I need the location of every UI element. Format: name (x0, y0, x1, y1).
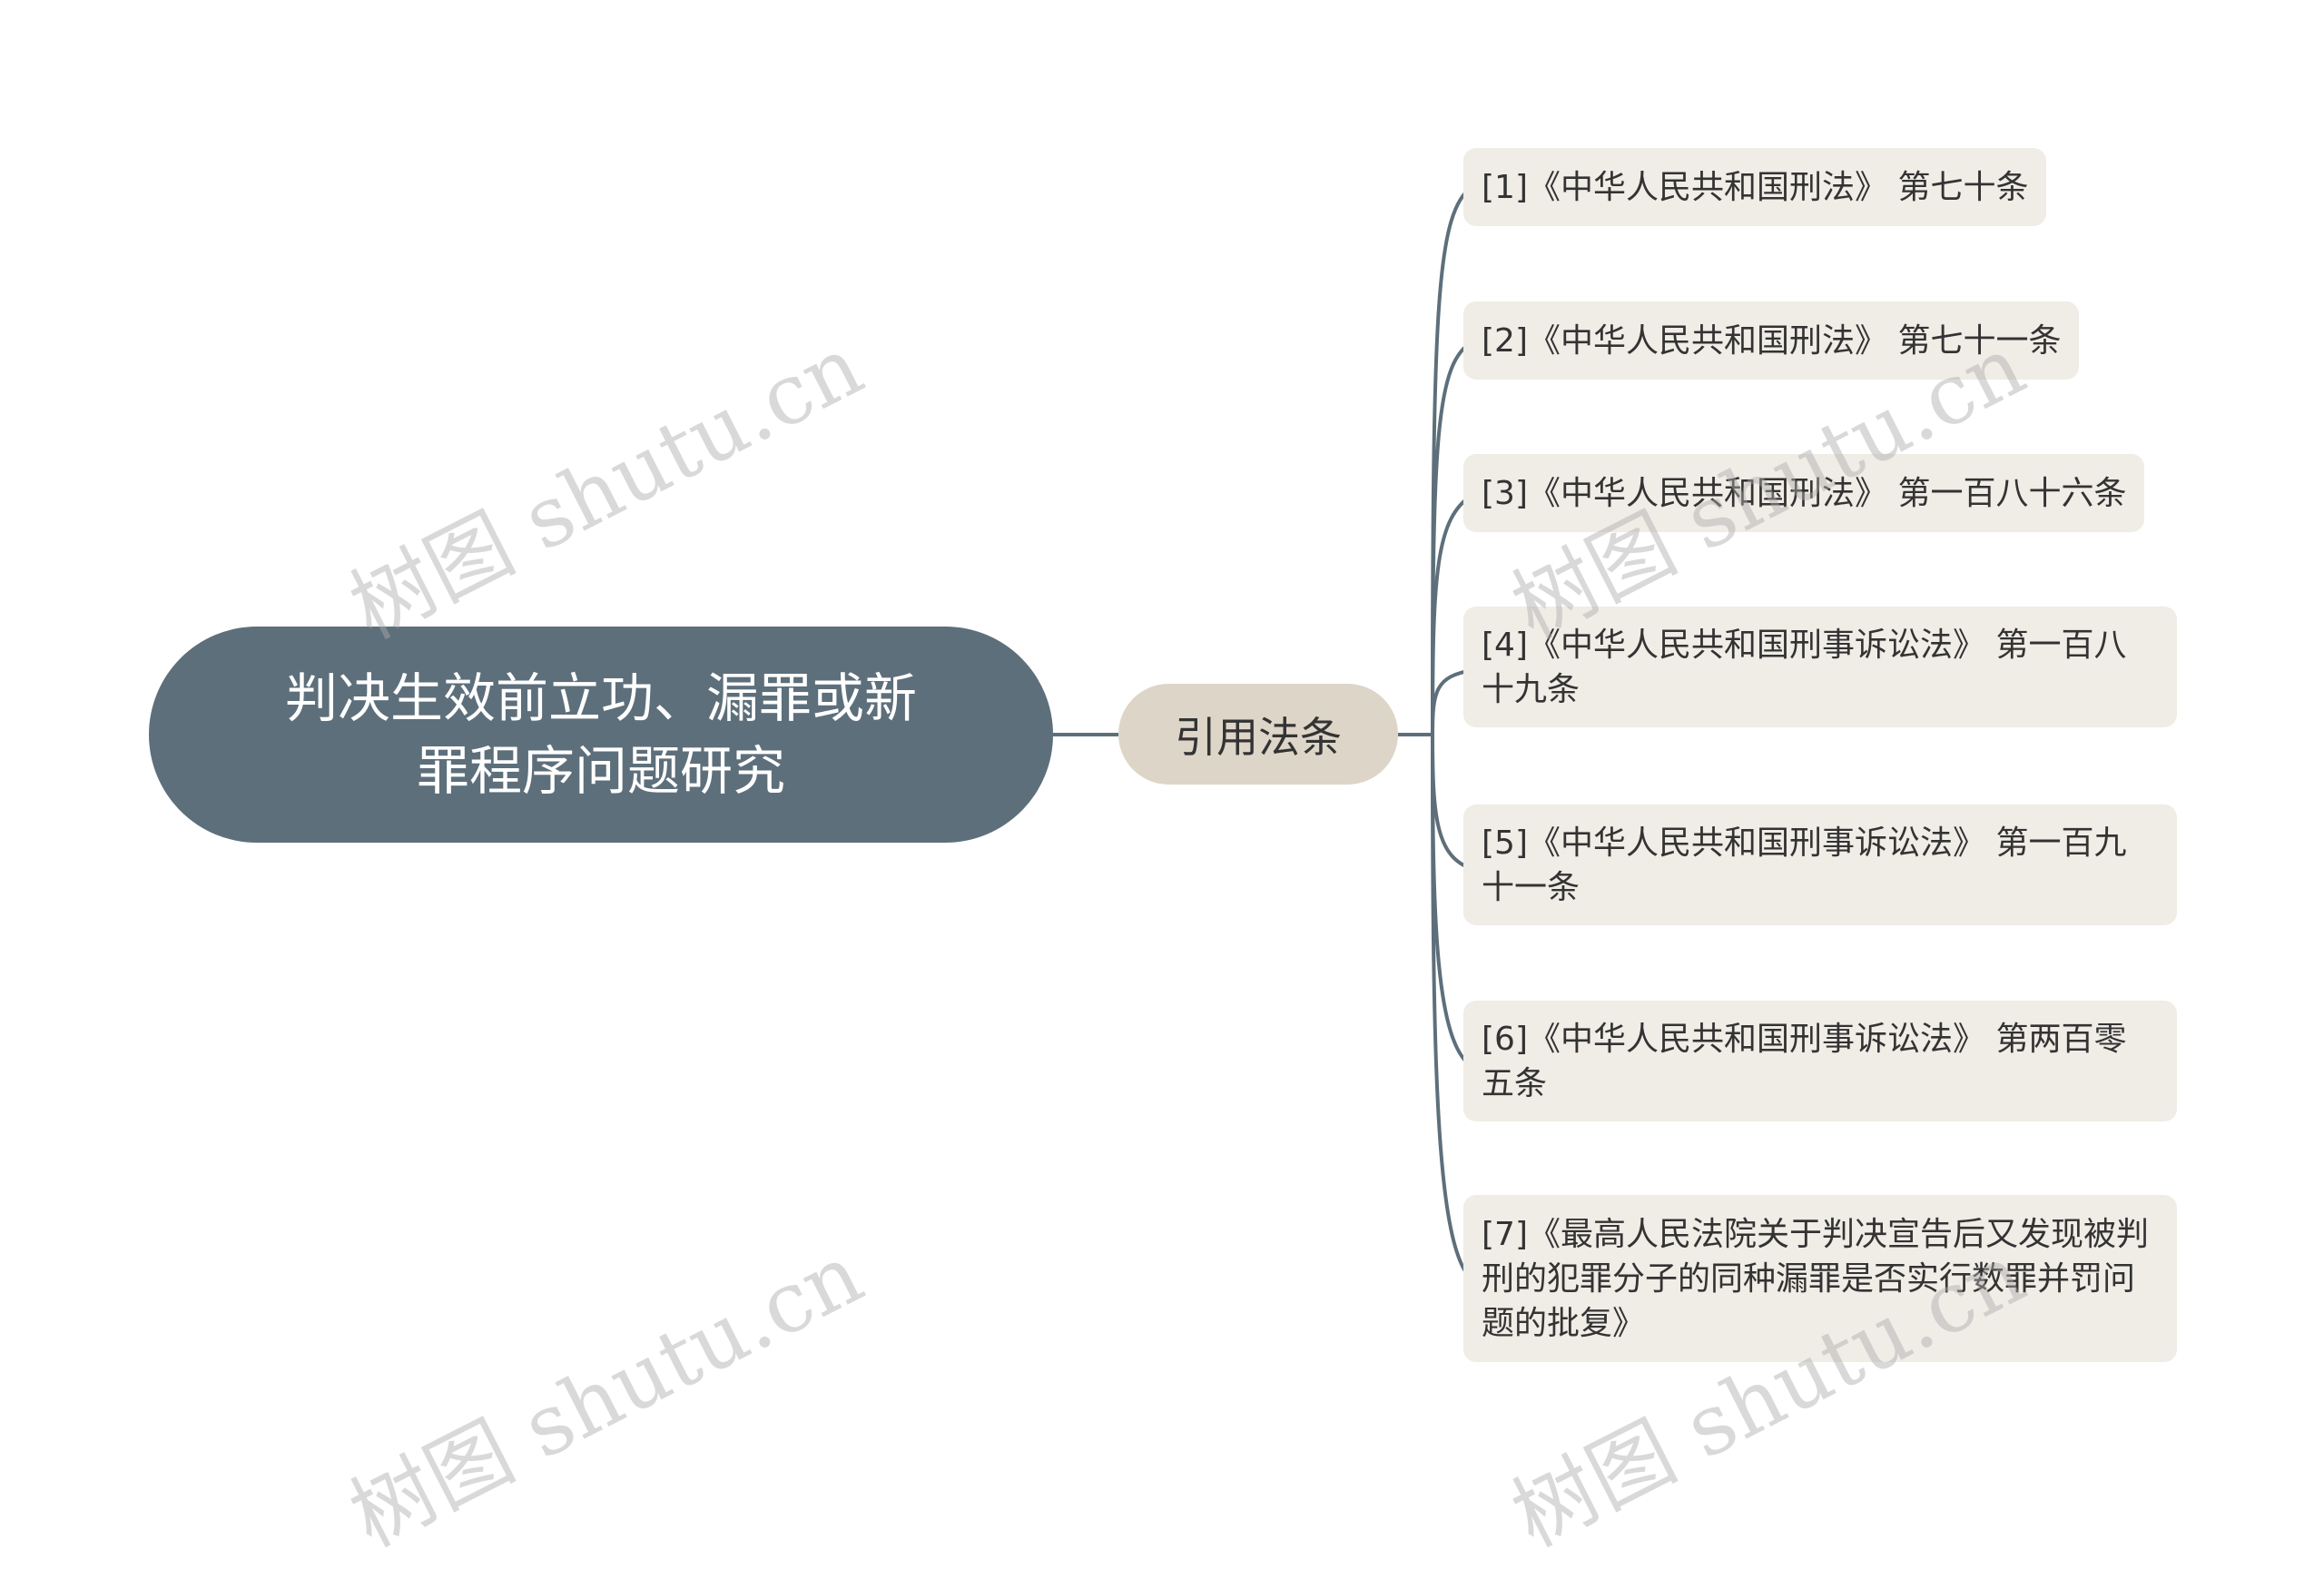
leaf-label-2: [2]《中华人民共和国刑法》 第七十一条 (1482, 321, 2062, 360)
citations-branch-node[interactable]: 引用法条 (1118, 684, 1398, 785)
root-topic-label: 判决生效前立功、漏罪或新罪程序问题研究 (284, 667, 917, 802)
leaf-label-5: [5]《中华人民共和国刑事诉讼法》 第一百九十一条 (1482, 824, 2127, 906)
connector-leaf-3 (1431, 493, 1474, 736)
leaf-node-6[interactable]: [6]《中华人民共和国刑事诉讼法》 第两百零五条 (1463, 1001, 2177, 1121)
leaf-node-5[interactable]: [5]《中华人民共和国刑事诉讼法》 第一百九十一条 (1463, 805, 2177, 925)
leaf-label-6: [6]《中华人民共和国刑事诉讼法》 第两百零五条 (1482, 1020, 2127, 1102)
leaf-label-4: [4]《中华人民共和国刑事诉讼法》 第一百八十九条 (1482, 626, 2127, 708)
connector-leaf-4 (1431, 668, 1473, 736)
leaf-label-1: [1]《中华人民共和国刑法》 第七十条 (1482, 168, 2029, 206)
leaf-label-7: [7]《最高人民法院关于判决宣告后又发现被判刑的犯罪分子的同种漏罪是否实行数罪并… (1482, 1215, 2149, 1342)
leaf-node-1[interactable]: [1]《中华人民共和国刑法》 第七十条 (1463, 148, 2047, 226)
leaf-node-2[interactable]: [2]《中华人民共和国刑法》 第七十一条 (1463, 301, 2080, 380)
root-topic-node[interactable]: 判决生效前立功、漏罪或新罪程序问题研究 (149, 627, 1053, 843)
leaf-label-3: [3]《中华人民共和国刑法》 第一百八十六条 (1482, 474, 2127, 512)
leaf-node-7[interactable]: [7]《最高人民法院关于判决宣告后又发现被判刑的犯罪分子的同种漏罪是否实行数罪并… (1463, 1195, 2177, 1362)
connector-lines (1053, 184, 1474, 1282)
citations-branch-label: 引用法条 (1175, 712, 1342, 762)
leaf-node-3[interactable]: [3]《中华人民共和国刑法》 第一百八十六条 (1463, 454, 2145, 532)
connector-leaf-7 (1431, 734, 1474, 1282)
leaf-node-4[interactable]: [4]《中华人民共和国刑事诉讼法》 第一百八十九条 (1463, 607, 2177, 727)
